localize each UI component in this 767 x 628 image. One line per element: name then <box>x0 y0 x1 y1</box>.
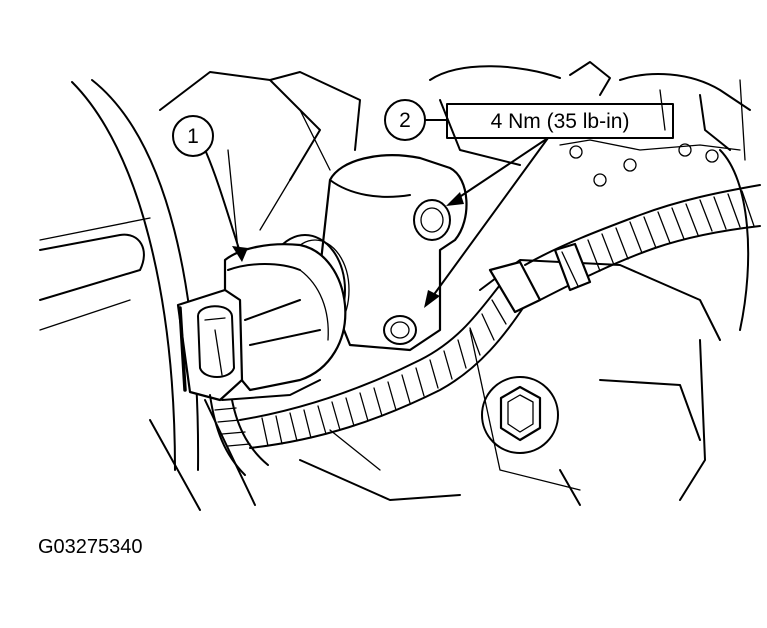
engine-background-linework <box>39 61 751 511</box>
wiring-harness <box>239 184 761 449</box>
callout-2-leader-upper <box>451 137 549 203</box>
callout-2-arrowhead-upper <box>446 192 464 206</box>
callout-2: 2 4 Nm (35 lb-in) <box>384 99 674 308</box>
callout-1-leader <box>205 151 241 253</box>
callout-2-arrowhead-lower <box>424 290 440 308</box>
callout-2-number: 2 <box>399 109 411 132</box>
callout-1-number: 1 <box>187 125 199 148</box>
torque-spec-box <box>446 103 674 139</box>
electrical-connector <box>176 243 347 476</box>
torque-spec-label: 4 Nm (35 lb-in) <box>491 110 630 133</box>
callout-1-arrowhead <box>232 246 248 262</box>
callout-1: 1 <box>172 115 248 262</box>
callout-2-leader-lower <box>429 137 549 301</box>
hex-bolt-icon <box>481 376 559 454</box>
callout-1-circle <box>172 115 214 157</box>
figure-id: G03275340 <box>38 536 143 558</box>
